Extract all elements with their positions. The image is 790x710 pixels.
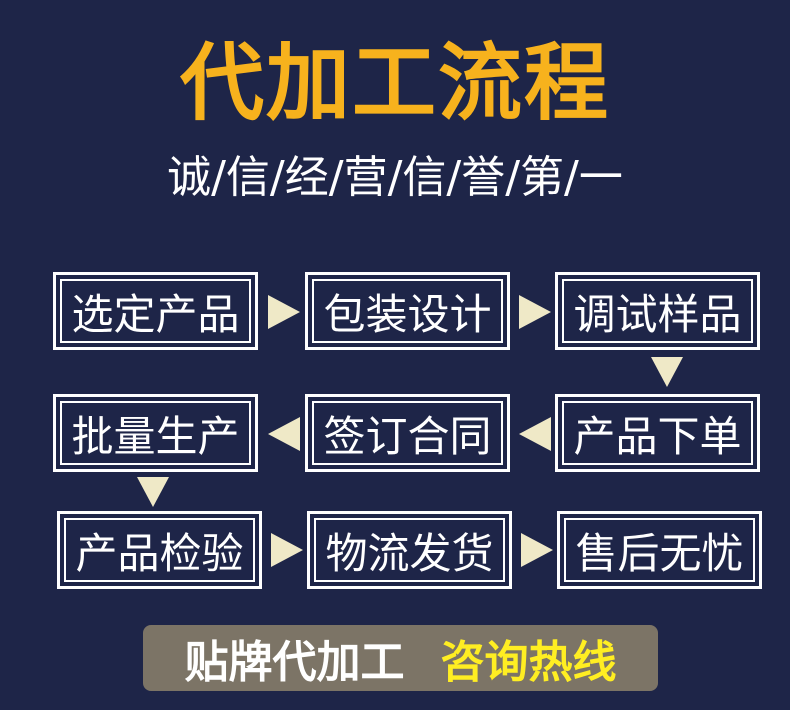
page-title: 代加工流程 bbox=[179, 33, 610, 132]
step-label: 签订合同 bbox=[323, 411, 492, 461]
step-label: 产品检验 bbox=[75, 528, 244, 578]
arrow-left-icon bbox=[519, 417, 551, 451]
step-logistics: 物流发货 bbox=[307, 511, 512, 589]
step-select-product: 选定产品 bbox=[53, 272, 258, 350]
hotline-label[interactable]: 咨询热线 bbox=[440, 637, 617, 688]
step-label: 选定产品 bbox=[71, 289, 240, 339]
step-inspection: 产品检验 bbox=[57, 511, 262, 589]
step-debug-sample: 调试样品 bbox=[555, 272, 760, 350]
step-packaging-design: 包装设计 bbox=[305, 272, 510, 350]
arrow-right-icon bbox=[519, 295, 551, 329]
step-label: 物流发货 bbox=[325, 528, 494, 578]
step-sign-contract: 签订合同 bbox=[305, 394, 510, 472]
step-after-sales: 售后无忧 bbox=[557, 511, 762, 589]
step-place-order: 产品下单 bbox=[555, 394, 760, 472]
oem-label: 贴牌代加工 bbox=[184, 637, 405, 688]
arrow-left-icon bbox=[268, 417, 300, 451]
arrow-right-icon bbox=[268, 295, 300, 329]
step-label: 批量生产 bbox=[71, 411, 240, 461]
arrow-down-icon bbox=[137, 477, 169, 507]
contact-banner[interactable]: 贴牌代加工 咨询热线 bbox=[143, 625, 658, 691]
step-label: 包装设计 bbox=[323, 289, 492, 339]
step-label: 产品下单 bbox=[573, 411, 742, 461]
page-subtitle: 诚/信/经/营/信/誉/第/一 bbox=[167, 152, 623, 203]
step-mass-production: 批量生产 bbox=[53, 394, 258, 472]
arrow-right-icon bbox=[271, 533, 303, 567]
arrow-right-icon bbox=[521, 533, 553, 567]
step-label: 调试样品 bbox=[573, 289, 742, 339]
arrow-down-icon bbox=[651, 357, 683, 387]
step-label: 售后无忧 bbox=[575, 528, 744, 578]
